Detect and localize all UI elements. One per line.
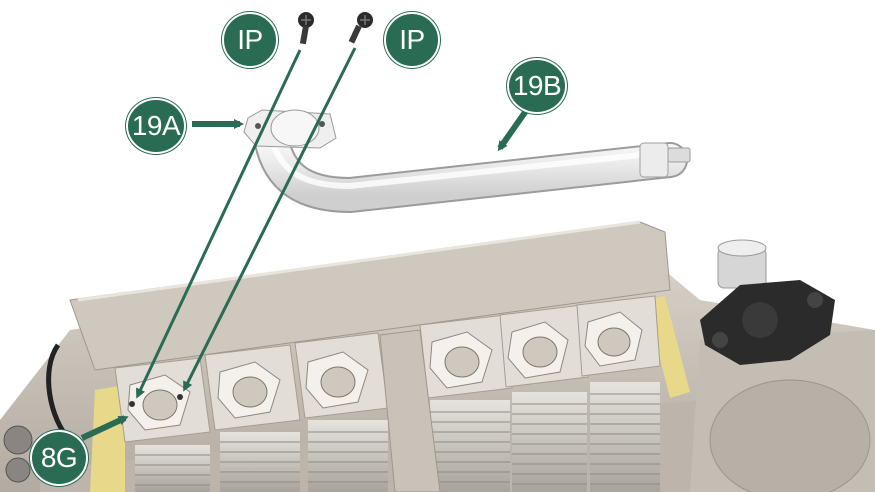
cylinder-head-part — [499, 304, 589, 388]
arrow-8g — [80, 415, 129, 441]
callout-ip-left: IP — [222, 12, 278, 68]
cylinder-head-part — [576, 295, 661, 377]
arrow-19b — [497, 106, 531, 152]
cylinder-head-part — [114, 357, 211, 443]
distributor-part — [700, 239, 835, 365]
cylinder-head-part — [419, 314, 513, 399]
yellow-gasket-left — [90, 385, 125, 492]
callout-8g: 8G — [30, 430, 88, 486]
cylinder-head-part — [294, 332, 389, 419]
cooling-fins — [135, 329, 660, 492]
callout-19b: 19B — [507, 58, 567, 114]
cylinder-heads — [114, 295, 661, 443]
callout-19a: 19A — [126, 98, 186, 154]
arrow-ip-left — [136, 49, 302, 399]
screw-icon — [298, 12, 314, 45]
assembly-arrows — [80, 47, 531, 441]
cylinder-head-part — [204, 344, 301, 431]
arrow-ip-right — [183, 47, 357, 392]
callout-ip-right: IP — [384, 12, 440, 68]
screw-icon — [348, 12, 373, 44]
